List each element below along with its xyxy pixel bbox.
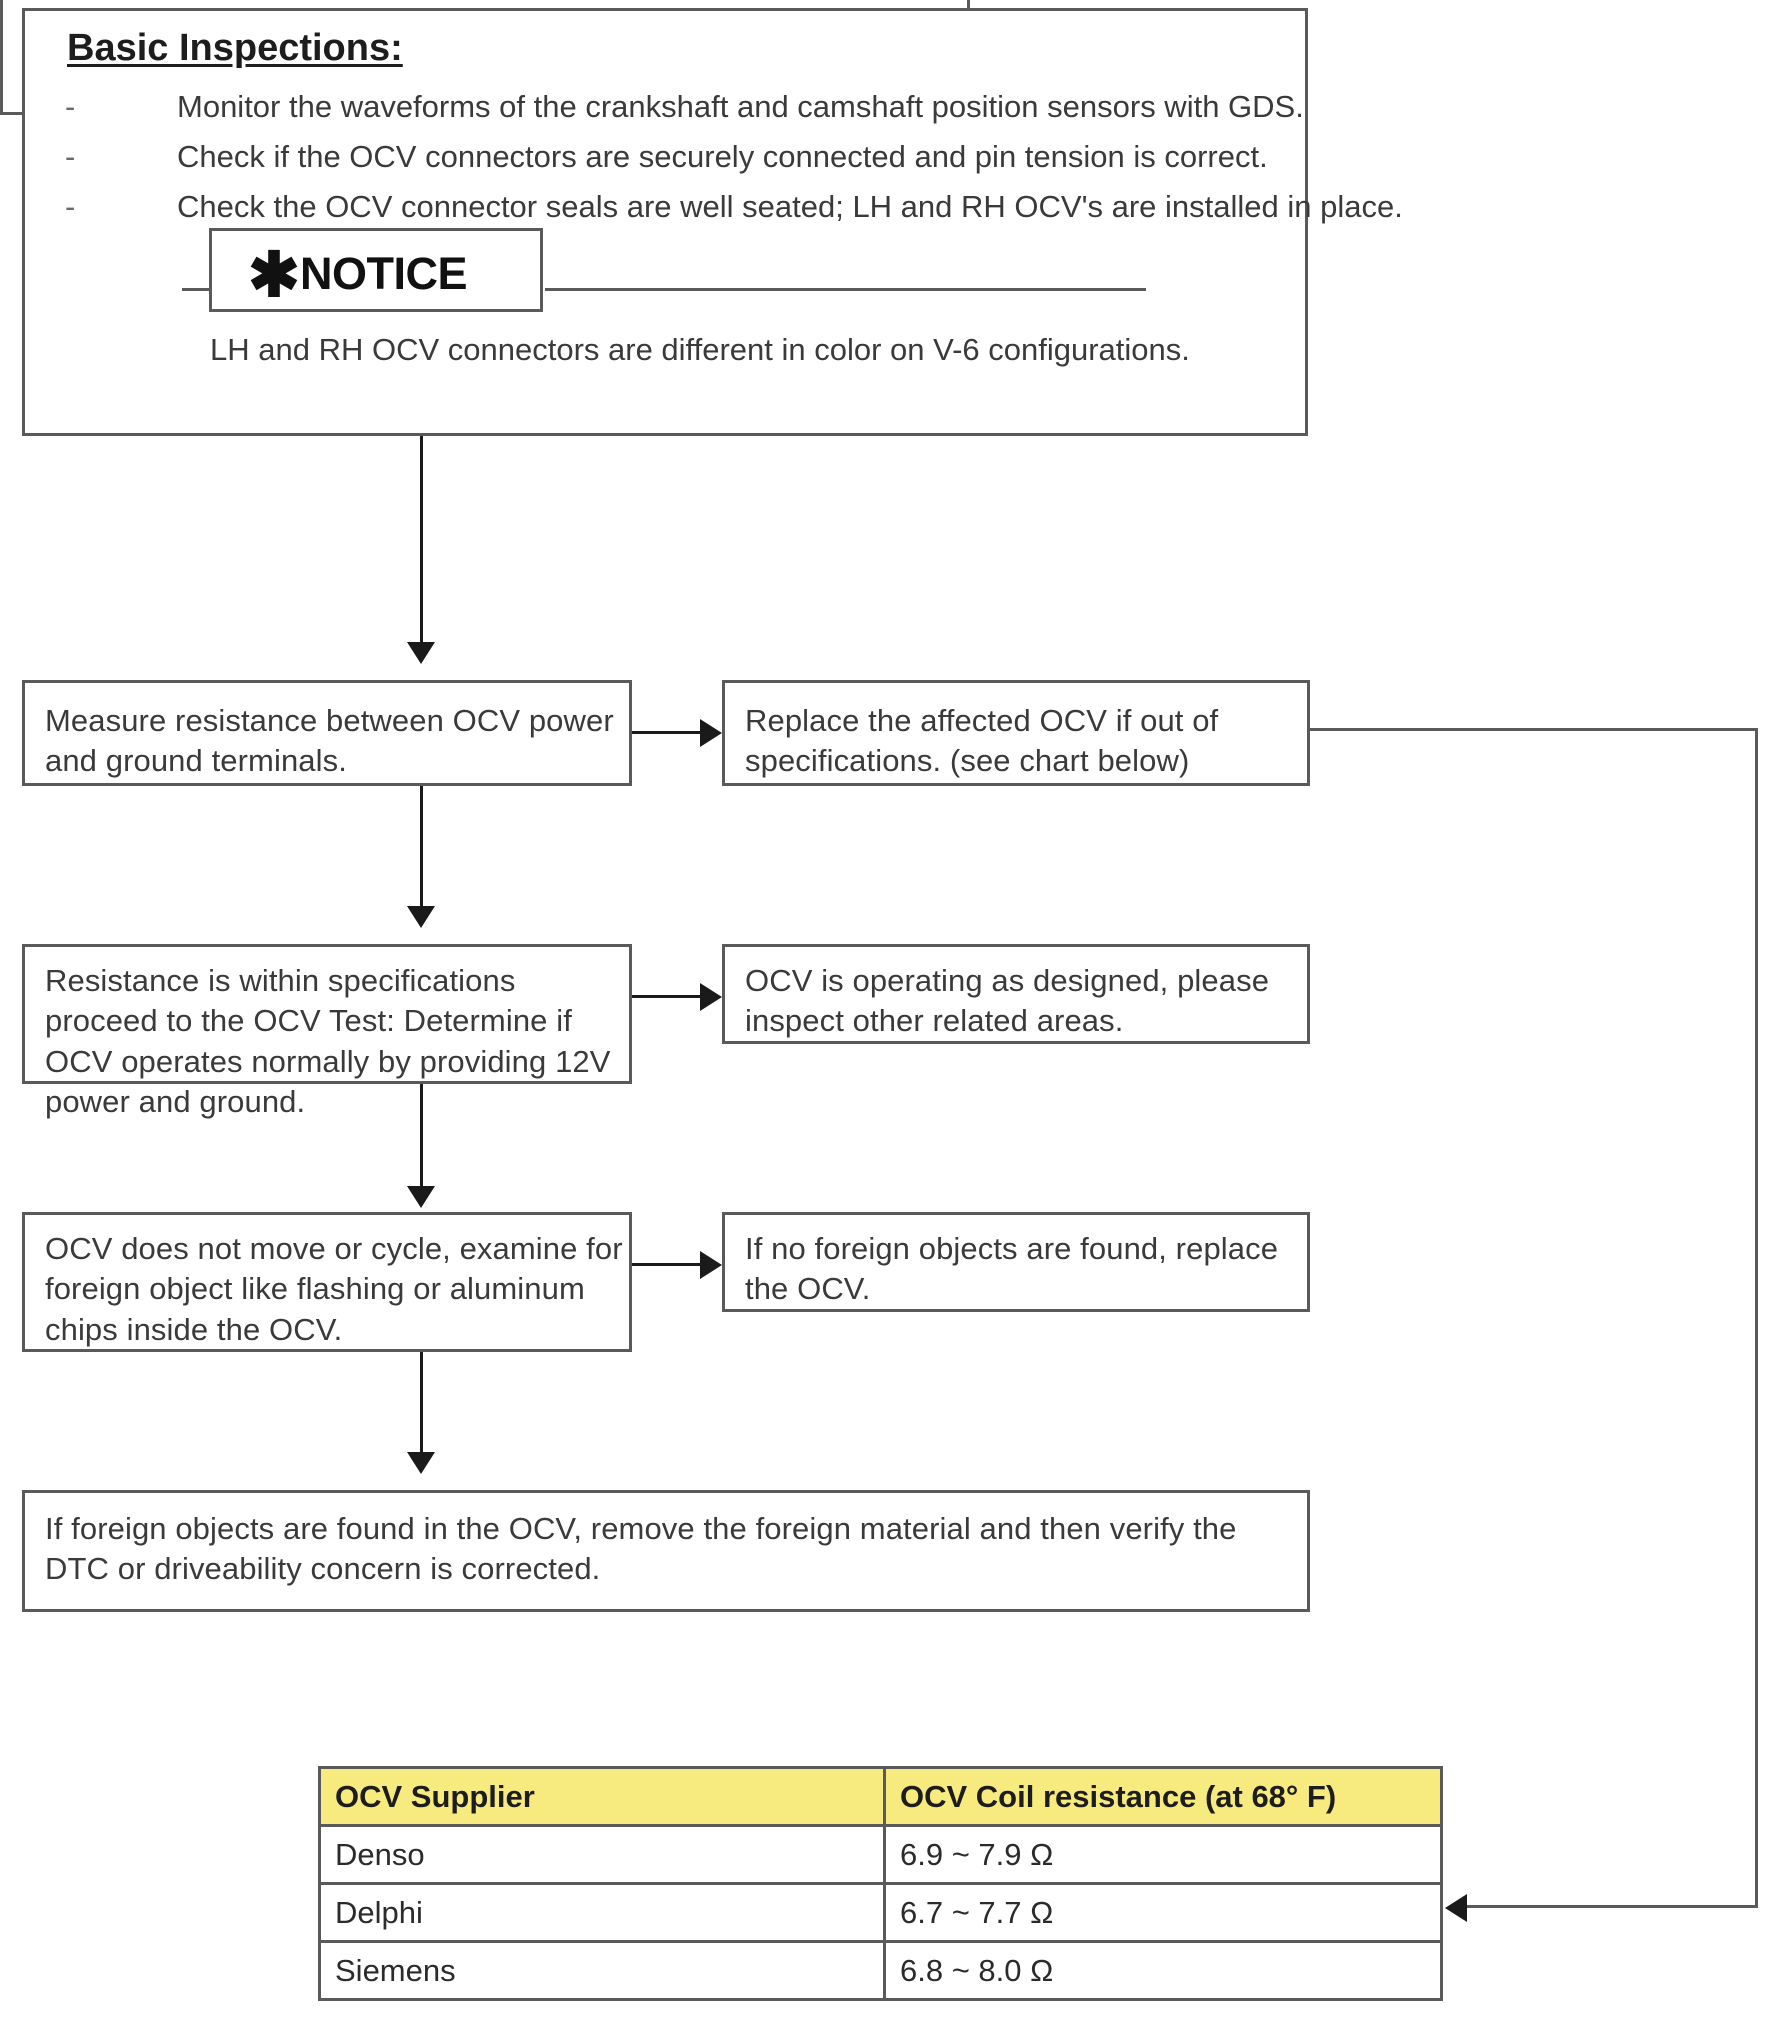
table-row: Siemens 6.8 ~ 8.0 Ω bbox=[318, 1940, 1443, 2001]
cell-supplier: Siemens bbox=[318, 1940, 886, 2001]
basic-inspections-panel: Basic Inspections: - Monitor the wavefor… bbox=[22, 8, 1403, 436]
notice-label-box: ✱ NOTICE bbox=[209, 228, 543, 312]
arrow-down-icon bbox=[407, 906, 435, 928]
outcome-box-operating-as-designed-text: OCV is operating as designed, please ins… bbox=[745, 963, 1270, 1039]
ocv-resistance-table: OCV Supplier OCV Coil resistance (at 68°… bbox=[318, 1766, 1443, 2001]
step-box-measure-resistance: Measure resistance between OCV power and… bbox=[22, 680, 632, 786]
final-step-box-text: If foreign objects are found in the OCV,… bbox=[45, 1511, 1237, 1587]
bullet-dash-icon: - bbox=[65, 89, 76, 124]
inspection-bullet-3-text: Check the OCV connector seals are well s… bbox=[177, 189, 1403, 224]
arrow-down-icon bbox=[407, 642, 435, 664]
outcome-box-operating-as-designed: OCV is operating as designed, please ins… bbox=[722, 944, 1310, 1044]
notice-border-segment-left bbox=[182, 288, 212, 291]
arrow-right-icon bbox=[700, 983, 722, 1011]
arrow-left-icon bbox=[1445, 1894, 1467, 1922]
arrow-down-icon bbox=[407, 1186, 435, 1208]
notice-border-segment-right bbox=[545, 288, 1146, 291]
inspection-bullet-1-text: Monitor the waveforms of the crankshaft … bbox=[177, 89, 1304, 124]
page-title: Basic Inspections: bbox=[67, 27, 403, 69]
connector-step1-to-step2 bbox=[420, 786, 423, 906]
arrow-right-icon bbox=[700, 719, 722, 747]
connector-step3-to-final bbox=[420, 1352, 423, 1452]
table-row: Delphi 6.7 ~ 7.7 Ω bbox=[318, 1882, 1443, 1943]
return-connector-top bbox=[1310, 728, 1758, 731]
connector-header-to-step1 bbox=[420, 436, 423, 642]
cell-resistance: 6.8 ~ 8.0 Ω bbox=[883, 1940, 1443, 2001]
step-box-ocv-does-not-move-text: OCV does not move or cycle, examine for … bbox=[45, 1231, 623, 1347]
outcome-box-replace-ocv-text: Replace the affected OCV if out of speci… bbox=[745, 703, 1219, 779]
connector-step1-to-outcome1 bbox=[632, 731, 700, 734]
final-step-box: If foreign objects are found in the OCV,… bbox=[22, 1490, 1310, 1612]
table-header-row: OCV Supplier OCV Coil resistance (at 68°… bbox=[318, 1766, 1443, 1827]
step-box-measure-resistance-text: Measure resistance between OCV power and… bbox=[45, 703, 614, 779]
step-box-ocv-does-not-move: OCV does not move or cycle, examine for … bbox=[22, 1212, 632, 1352]
connector-step2-to-step3 bbox=[420, 1084, 423, 1186]
connector-step3-to-outcome3 bbox=[632, 1263, 700, 1266]
outcome-box-replace-ocv: Replace the affected OCV if out of speci… bbox=[722, 680, 1310, 786]
cell-resistance: 6.9 ~ 7.9 Ω bbox=[883, 1824, 1443, 1885]
outcome-box-no-foreign-objects-text: If no foreign objects are found, replace… bbox=[745, 1231, 1279, 1307]
outcome-box-no-foreign-objects: If no foreign objects are found, replace… bbox=[722, 1212, 1310, 1312]
notice-body-text: LH and RH OCV connectors are different i… bbox=[210, 332, 1190, 367]
asterisk-icon: ✱ bbox=[248, 241, 300, 311]
column-header-resistance: OCV Coil resistance (at 68° F) bbox=[883, 1766, 1443, 1827]
return-connector-vertical bbox=[1755, 728, 1758, 1908]
bullet-dash-icon: - bbox=[65, 189, 76, 224]
bullet-dash-icon: - bbox=[65, 139, 76, 174]
return-connector-bottom bbox=[1467, 1905, 1758, 1908]
connector-step2-to-outcome2 bbox=[632, 995, 700, 998]
arrow-down-icon bbox=[407, 1452, 435, 1474]
column-header-supplier: OCV Supplier bbox=[318, 1766, 886, 1827]
table-row: Denso 6.9 ~ 7.9 Ω bbox=[318, 1824, 1443, 1885]
step-box-resistance-within-spec-text: Resistance is within specifications proc… bbox=[45, 963, 611, 1119]
cell-resistance: 6.7 ~ 7.7 Ω bbox=[883, 1882, 1443, 1943]
cell-supplier: Delphi bbox=[318, 1882, 886, 1943]
notice-label-text: NOTICE bbox=[299, 248, 468, 299]
inspection-bullet-2-text: Check if the OCV connectors are securely… bbox=[177, 139, 1268, 174]
cell-supplier: Denso bbox=[318, 1824, 886, 1885]
arrow-right-icon bbox=[700, 1251, 722, 1279]
step-box-resistance-within-spec: Resistance is within specifications proc… bbox=[22, 944, 632, 1119]
